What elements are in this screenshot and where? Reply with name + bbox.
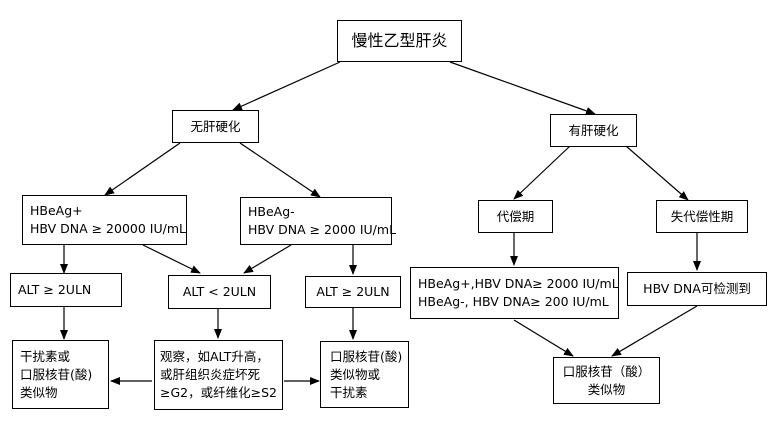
node-line-2: 口服核苷(酸) bbox=[20, 366, 93, 382]
arrow-decomp-criteria-to-nuc bbox=[611, 305, 698, 357]
node-label: 代偿期 bbox=[496, 208, 535, 224]
node-label: 无肝硬化 bbox=[190, 118, 241, 134]
arrow-cirrhosis-to-compensated bbox=[513, 145, 571, 200]
node-line-1: 口服核苷（酸） bbox=[562, 363, 651, 379]
node-cirrhosis: 有肝硬化 bbox=[550, 114, 637, 147]
arrow-root-to-cirrhosis bbox=[449, 61, 596, 115]
node-treatment-nuc: 口服核苷（酸） 类似物 bbox=[553, 357, 660, 404]
arrow-no-cirrhosis-to-hbeag-neg bbox=[239, 142, 321, 198]
node-label: HBV DNA可检测到 bbox=[643, 281, 751, 296]
arrow-criteria-to-nuc bbox=[513, 319, 574, 357]
node-label: 有肝硬化 bbox=[568, 122, 619, 138]
node-hbeag-positive: HBeAg+ HBV DNA ≥ 20000 IU/mL bbox=[22, 195, 187, 245]
node-line-1: 口服核苷(酸) bbox=[330, 348, 403, 364]
node-line-3: 干扰素 bbox=[330, 384, 368, 400]
node-line-1: HBeAg+,HBV DNA≥ 2000 IU/mL bbox=[418, 276, 619, 291]
node-observe: 观察，如ALT升高， 或肝组织炎症坏死 ≥G2，或纤维化≥S2 bbox=[154, 340, 283, 410]
node-line-2: 类似物或 bbox=[330, 366, 381, 382]
node-no-cirrhosis: 无肝硬化 bbox=[172, 110, 259, 143]
node-label: 慢性乙型肝炎 bbox=[351, 31, 448, 50]
node-label: ALT ≥ 2ULN bbox=[316, 284, 390, 299]
node-line-2: 或肝组织炎症坏死 bbox=[160, 367, 261, 382]
node-line-1: 观察，如ALT升高， bbox=[160, 349, 269, 364]
node-label: ALT < 2ULN bbox=[182, 284, 257, 299]
arrow-no-cirrhosis-to-hbeag-pos bbox=[104, 142, 181, 196]
node-line-2: HBV DNA ≥ 20000 IU/mL bbox=[30, 221, 186, 236]
node-chronic-hepatitis-b: 慢性乙型肝炎 bbox=[337, 20, 462, 62]
node-line-3: ≥G2，或纤维化≥S2 bbox=[160, 385, 277, 400]
node-line-1: HBeAg- bbox=[248, 204, 295, 219]
node-line-2: HBeAg-, HBV DNA≥ 200 IU/mL bbox=[418, 294, 609, 309]
node-treatment-nuc-or-interferon: 口服核苷(酸) 类似物或 干扰素 bbox=[320, 341, 409, 408]
arrow-cirrhosis-to-decompensated bbox=[625, 145, 689, 201]
node-alt-low: ALT < 2ULN bbox=[168, 275, 271, 309]
node-alt-high-right: ALT ≥ 2ULN bbox=[305, 276, 401, 308]
node-line-2: 类似物 bbox=[587, 381, 626, 397]
node-compensated-criteria: HBeAg+,HBV DNA≥ 2000 IU/mL HBeAg-, HBV D… bbox=[410, 267, 619, 319]
node-decompensated-criteria: HBV DNA可检测到 bbox=[627, 272, 767, 306]
node-hbeag-negative: HBeAg- HBV DNA ≥ 2000 IU/mL bbox=[240, 197, 397, 245]
node-decompensated: 失代偿性期 bbox=[656, 200, 748, 233]
node-label: 失代偿性期 bbox=[670, 208, 734, 224]
node-alt-high-left: ALT ≥ 2ULN bbox=[10, 273, 122, 307]
arrow-hbeag-neg-to-alt-low bbox=[243, 244, 292, 274]
node-compensated: 代偿期 bbox=[478, 200, 553, 233]
node-line-3: 类似物 bbox=[20, 384, 58, 400]
node-line-1: 干扰素或 bbox=[20, 348, 71, 364]
node-line-2: HBV DNA ≥ 2000 IU/mL bbox=[248, 222, 397, 237]
arrow-hbeag-pos-to-alt-low bbox=[142, 244, 201, 274]
node-line-1: HBeAg+ bbox=[30, 203, 83, 218]
node-label: ALT ≥ 2ULN bbox=[18, 282, 92, 297]
node-treatment-interferon-or-nuc: 干扰素或 口服核苷(酸) 类似物 bbox=[12, 340, 109, 409]
arrow-root-to-no-cirrhosis bbox=[232, 61, 341, 111]
